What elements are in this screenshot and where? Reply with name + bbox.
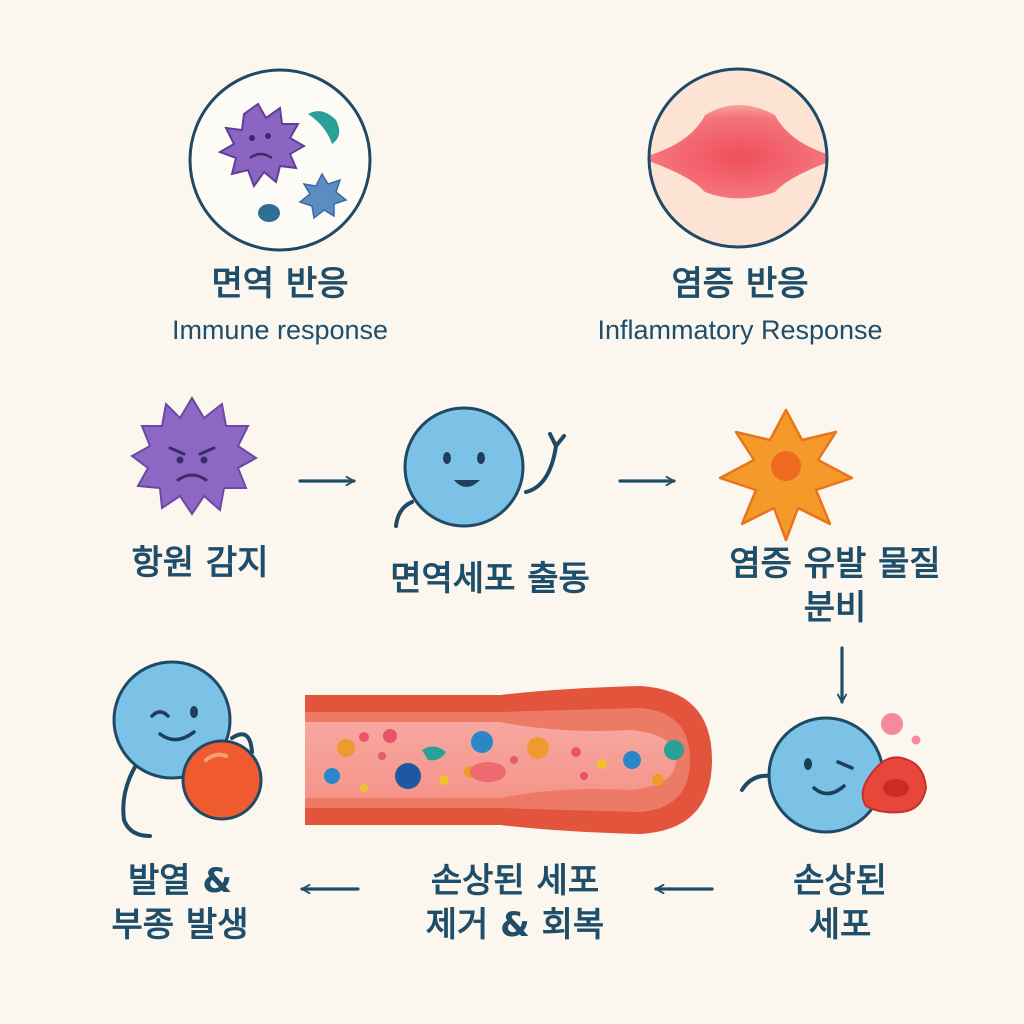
step-line: 면역세포 출동 xyxy=(390,559,590,599)
damaged-cell-icon xyxy=(740,713,928,834)
inflammatory-response-title-en: Inflammatory Response xyxy=(597,314,883,345)
inflammatory-response-title-ko: 염증 반응 xyxy=(671,264,809,304)
microbes-icon xyxy=(188,68,372,252)
virus-icon xyxy=(130,396,258,516)
step-label-mediator-release: 염증 유발 물질 분비 xyxy=(690,543,980,630)
blood-vessel-icon xyxy=(305,686,712,834)
step-label-damaged-cell: 손상된 세포 xyxy=(740,860,940,947)
step-line: 손상된 세포 xyxy=(430,861,600,901)
step-label-antigen-detection: 항원 감지 xyxy=(90,542,310,586)
step-line: 제거 & 회복 xyxy=(425,904,605,945)
immune-response-title-en: Immune response xyxy=(171,314,389,345)
step-line: 발열 & xyxy=(127,861,233,901)
step-label-removal-recovery: 손상된 세포 제거 & 회복 xyxy=(380,860,650,947)
inflamed-tissue-icon xyxy=(647,67,829,249)
immune-response-label: 면역 반응 Immune response xyxy=(130,263,430,347)
step-label-fever-swelling: 발열 & 부종 발생 xyxy=(70,860,290,947)
inflammatory-mediator-icon xyxy=(718,408,854,542)
step-line: 부종 발생 xyxy=(111,904,249,945)
step-line: 세포 xyxy=(808,904,872,945)
immune-response-title-ko: 면역 반응 xyxy=(211,264,349,304)
immune-cell-icon xyxy=(394,406,566,528)
step-line: 항원 감지 xyxy=(131,543,269,583)
step-line: 분비 xyxy=(803,587,867,628)
immune-cell-with-red-cell-icon xyxy=(112,660,263,838)
step-label-immune-cell-dispatch: 면역세포 출동 xyxy=(355,558,625,602)
flow-arrows xyxy=(298,481,842,889)
step-line: 염증 유발 물질 xyxy=(729,544,941,584)
step-line: 손상된 xyxy=(793,861,887,901)
inflammatory-response-label: 염증 반응 Inflammatory Response xyxy=(560,263,920,347)
